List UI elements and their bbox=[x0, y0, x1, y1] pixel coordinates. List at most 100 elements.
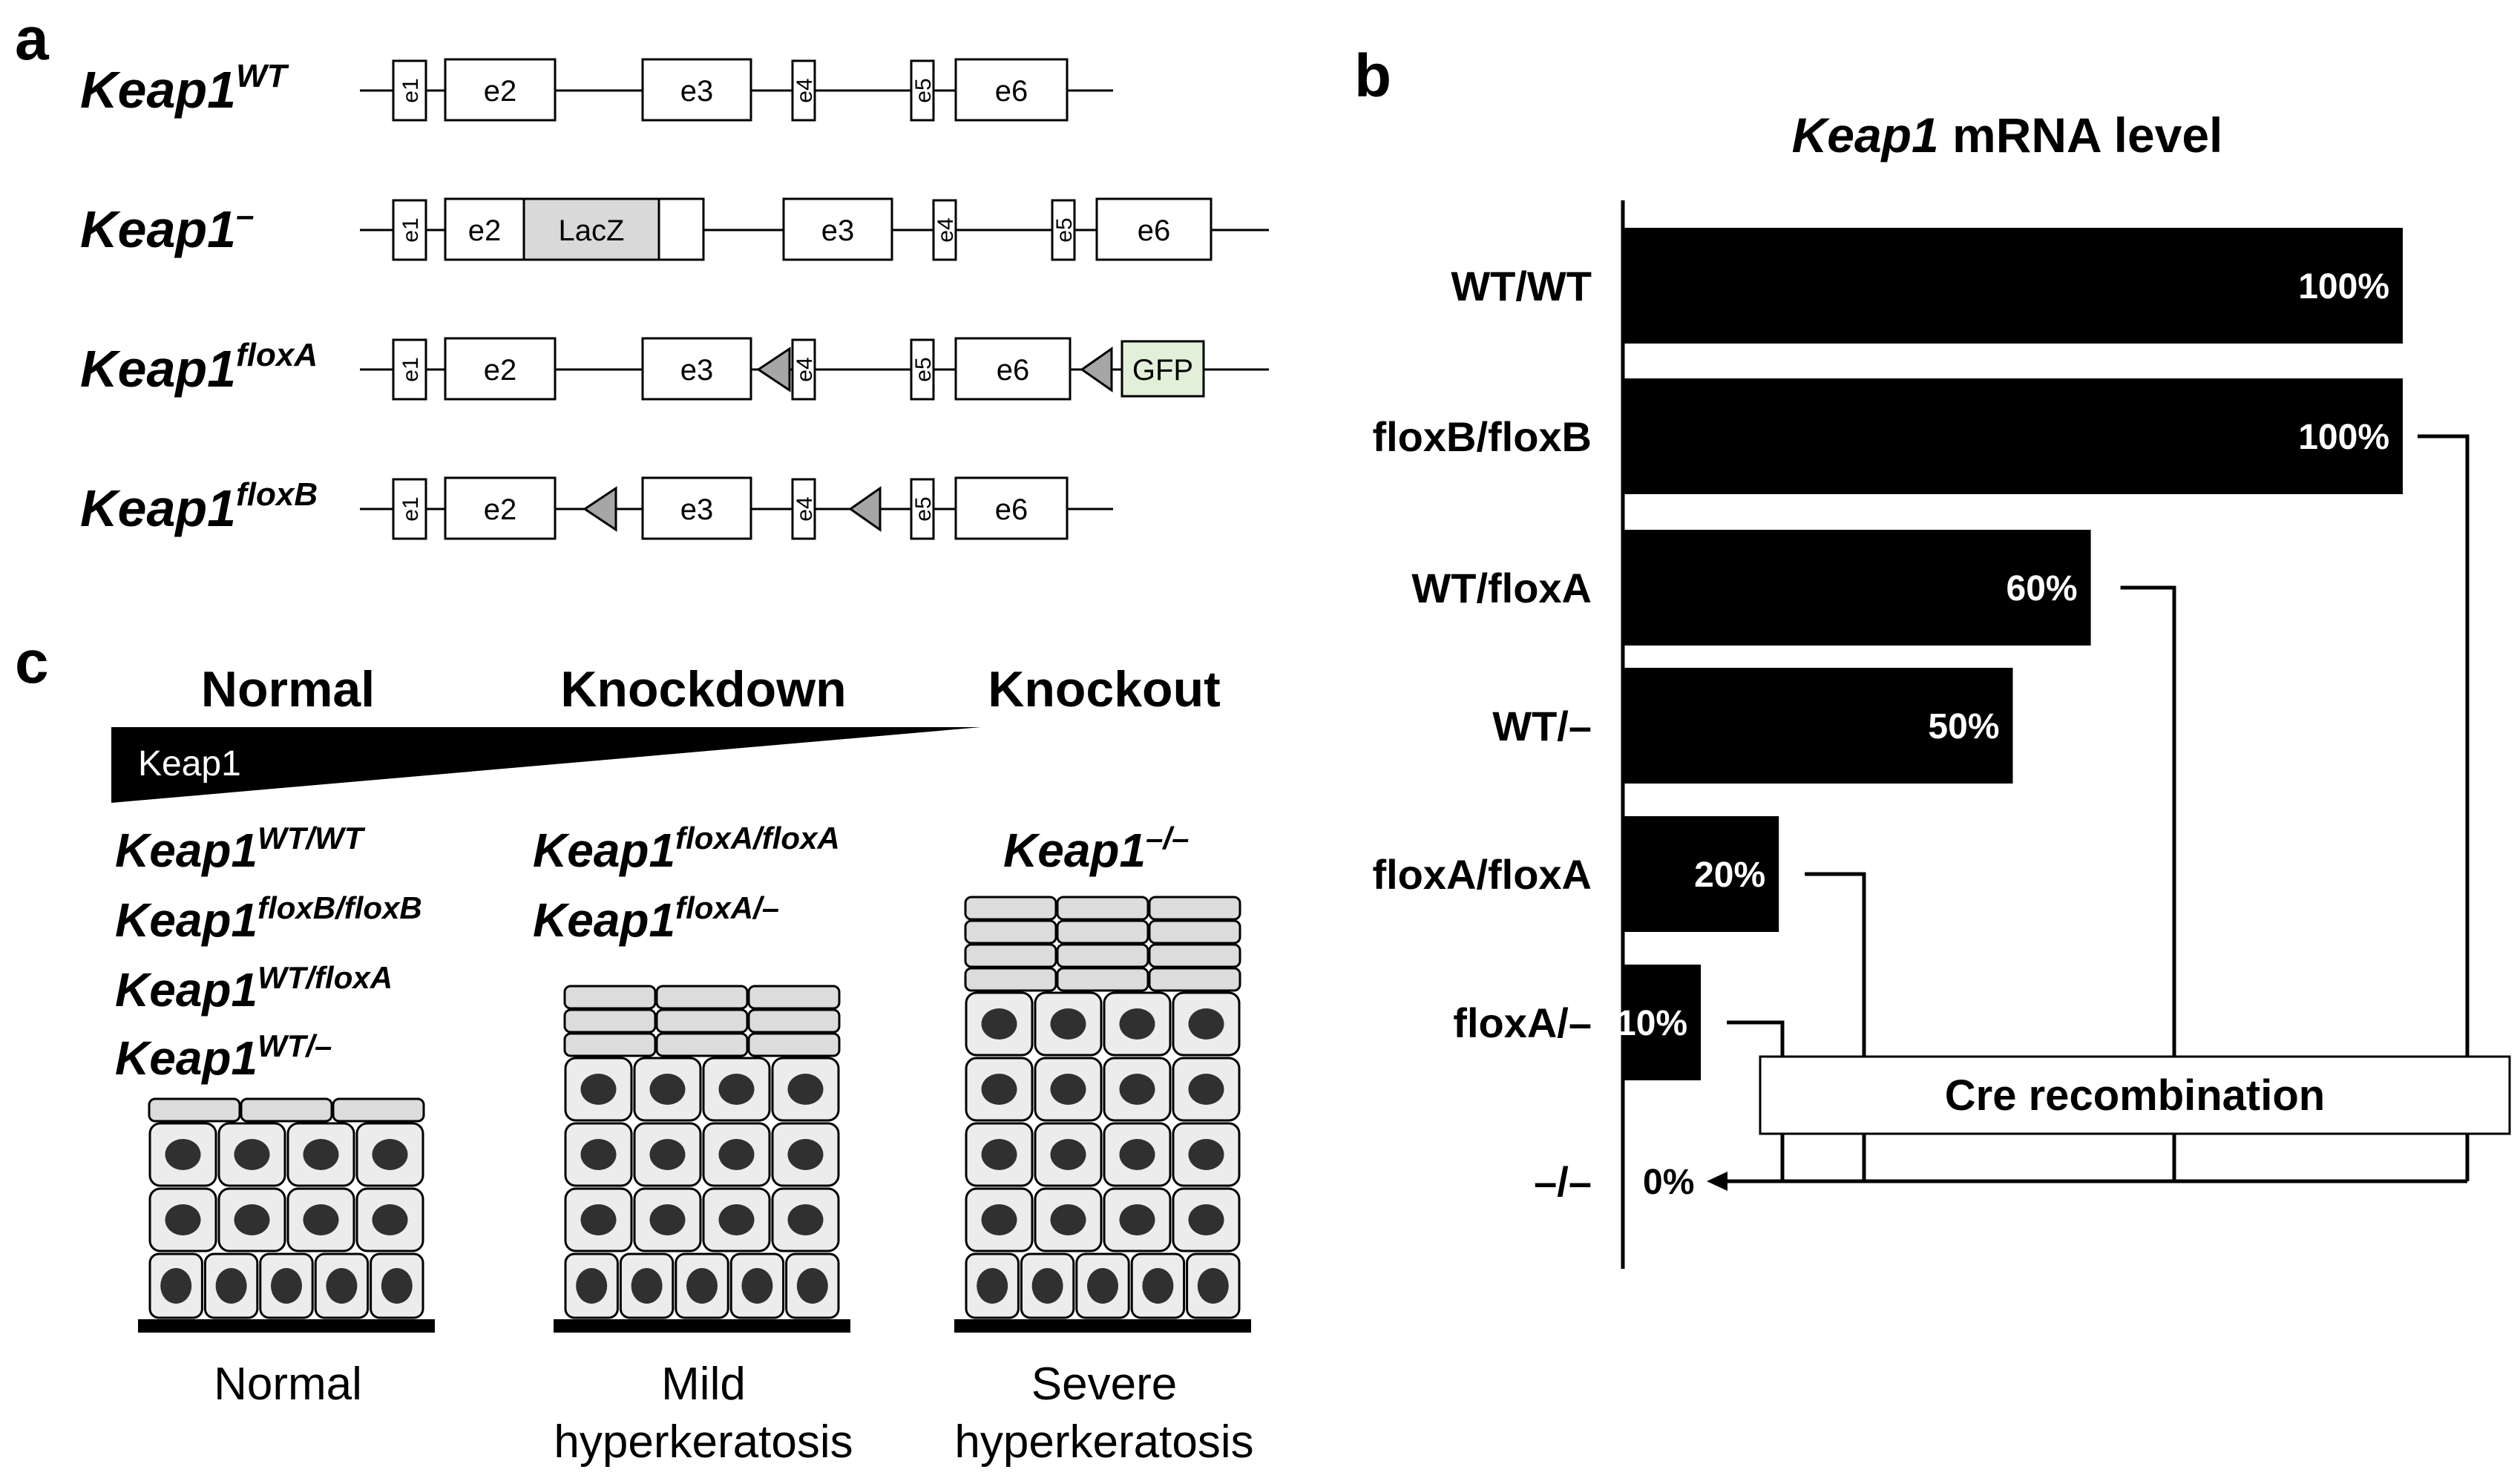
bar bbox=[1623, 228, 2403, 344]
cell-nucleus bbox=[718, 1074, 755, 1105]
exon-label-e4: e4 bbox=[933, 217, 958, 242]
cornified-cell bbox=[1148, 967, 1241, 992]
cell-nucleus bbox=[326, 1268, 358, 1304]
basement-membrane bbox=[954, 1319, 1251, 1333]
cornified-cell bbox=[240, 1097, 333, 1123]
exon-label-e6: e6 bbox=[995, 493, 1028, 526]
cell-nucleus bbox=[741, 1268, 773, 1304]
bar bbox=[1623, 816, 1779, 932]
panel-a-gene-maps bbox=[360, 58, 1269, 540]
cell-nucleus bbox=[381, 1268, 413, 1304]
exon-label-e1: e1 bbox=[398, 357, 423, 381]
cell-nucleus bbox=[580, 1204, 617, 1235]
genotype-label: Keap1WT/– bbox=[115, 1028, 332, 1085]
cell-nucleus bbox=[1119, 1139, 1155, 1170]
bar-value-label: 10% bbox=[1616, 1004, 1687, 1043]
exon-label-e3: e3 bbox=[821, 214, 855, 247]
keap1-gradient-label: Keap1 bbox=[138, 744, 241, 784]
cre-connector-line bbox=[2418, 434, 2470, 1181]
genotype-label: Keap1WT/WT bbox=[115, 821, 366, 877]
cre-connector-line bbox=[1805, 872, 1866, 1181]
header-normal: Normal bbox=[201, 661, 375, 717]
gfp-label: GFP bbox=[1132, 354, 1193, 387]
cornified-cell bbox=[655, 1032, 749, 1057]
skin-layers-normal bbox=[138, 1097, 435, 1333]
cell-nucleus bbox=[1050, 1008, 1086, 1040]
phenotype-normal: Normal bbox=[214, 1359, 362, 1410]
cell-nucleus bbox=[303, 1204, 339, 1235]
cell-nucleus bbox=[234, 1139, 270, 1170]
genotype-label: Keap1WT/floxA bbox=[115, 960, 393, 1017]
cell-nucleus bbox=[215, 1268, 247, 1304]
exon-label-e6: e6 bbox=[995, 75, 1028, 108]
allele-map-null bbox=[360, 197, 1269, 261]
cell-nucleus bbox=[1188, 1008, 1224, 1040]
exon-label-e6: e6 bbox=[1138, 214, 1171, 247]
genotype-label: Keap1–/– bbox=[1003, 821, 1189, 877]
cell-nucleus bbox=[1119, 1008, 1155, 1040]
allele-name-floxb: Keap1floxB bbox=[80, 476, 318, 537]
cell-nucleus bbox=[981, 1139, 1017, 1170]
cornified-cell bbox=[332, 1097, 425, 1123]
genotypes-knockdown: Keap1floxA/floxA Keap1floxA/– bbox=[533, 821, 840, 947]
cre-arrow-head bbox=[1707, 1172, 1727, 1191]
genotype-label: Keap1floxA/– bbox=[533, 890, 779, 947]
exon-label-e5: e5 bbox=[911, 357, 936, 381]
cornified-cell bbox=[563, 1008, 657, 1034]
category-label: –/– bbox=[1534, 1158, 1592, 1205]
cornified-cell bbox=[1148, 919, 1241, 945]
cell-nucleus bbox=[1031, 1268, 1063, 1304]
header-knockdown: Knockdown bbox=[560, 661, 846, 717]
exon-label-e5: e5 bbox=[1052, 217, 1077, 242]
bar-value-label: 20% bbox=[1694, 856, 1765, 895]
bar-value-label: 50% bbox=[1928, 707, 1999, 746]
genotypes-knockout: Keap1–/– bbox=[1003, 821, 1189, 877]
cell-nucleus bbox=[981, 1204, 1017, 1235]
bar bbox=[1623, 668, 2013, 784]
cornified-cell bbox=[964, 896, 1057, 921]
cell-nucleus bbox=[686, 1268, 718, 1304]
cornified-cell bbox=[747, 1032, 841, 1057]
header-knockout: Knockout bbox=[988, 661, 1221, 717]
cell-nucleus bbox=[649, 1139, 686, 1170]
cell-nucleus bbox=[1188, 1074, 1224, 1105]
cornified-cell bbox=[747, 1008, 841, 1034]
cell-nucleus bbox=[649, 1074, 686, 1105]
exon-label-e2: e2 bbox=[484, 75, 517, 108]
genotype-label: Keap1floxB/floxB bbox=[115, 890, 422, 947]
bar-value-label: 100% bbox=[2298, 267, 2389, 306]
loxp-triangle bbox=[1080, 347, 1113, 393]
cell-nucleus bbox=[165, 1204, 201, 1235]
cell-nucleus bbox=[234, 1204, 270, 1235]
cell-nucleus bbox=[718, 1204, 755, 1235]
phenotype-mild-line2: hyperkeratosis bbox=[554, 1416, 853, 1468]
exon-label-e2: e2 bbox=[484, 493, 517, 526]
cell-nucleus bbox=[1119, 1074, 1155, 1105]
cell-nucleus bbox=[1050, 1139, 1086, 1170]
cell-nucleus bbox=[1087, 1268, 1118, 1304]
basement-membrane bbox=[138, 1319, 435, 1333]
allele-map-floxa bbox=[360, 337, 1269, 401]
cornified-cell bbox=[1148, 943, 1241, 968]
cornified-cell bbox=[747, 985, 841, 1010]
loxp-triangle bbox=[583, 486, 617, 532]
allele-name-floxa: Keap1floxA bbox=[80, 337, 318, 398]
exon-label-e6: e6 bbox=[997, 354, 1030, 387]
skin-layers-severe bbox=[954, 896, 1251, 1333]
category-label: WT/floxA bbox=[1411, 565, 1592, 611]
exon-label-e1: e1 bbox=[398, 78, 423, 102]
loxp-triangle bbox=[756, 347, 791, 393]
exon-label-e4: e4 bbox=[793, 496, 817, 521]
allele-name-wt: Keap1WT bbox=[80, 58, 289, 119]
cornified-cell bbox=[1056, 919, 1149, 945]
exon-label-e5: e5 bbox=[911, 496, 936, 521]
exon-label-e1: e1 bbox=[398, 496, 423, 521]
panel-c-label: c bbox=[15, 628, 49, 696]
cornified-cell bbox=[655, 1008, 749, 1034]
lacz-label: LacZ bbox=[559, 214, 625, 247]
genotype-label: Keap1floxA/floxA bbox=[533, 821, 840, 877]
cell-nucleus bbox=[372, 1204, 408, 1235]
cell-nucleus bbox=[1188, 1204, 1224, 1235]
cell-nucleus bbox=[160, 1268, 192, 1304]
